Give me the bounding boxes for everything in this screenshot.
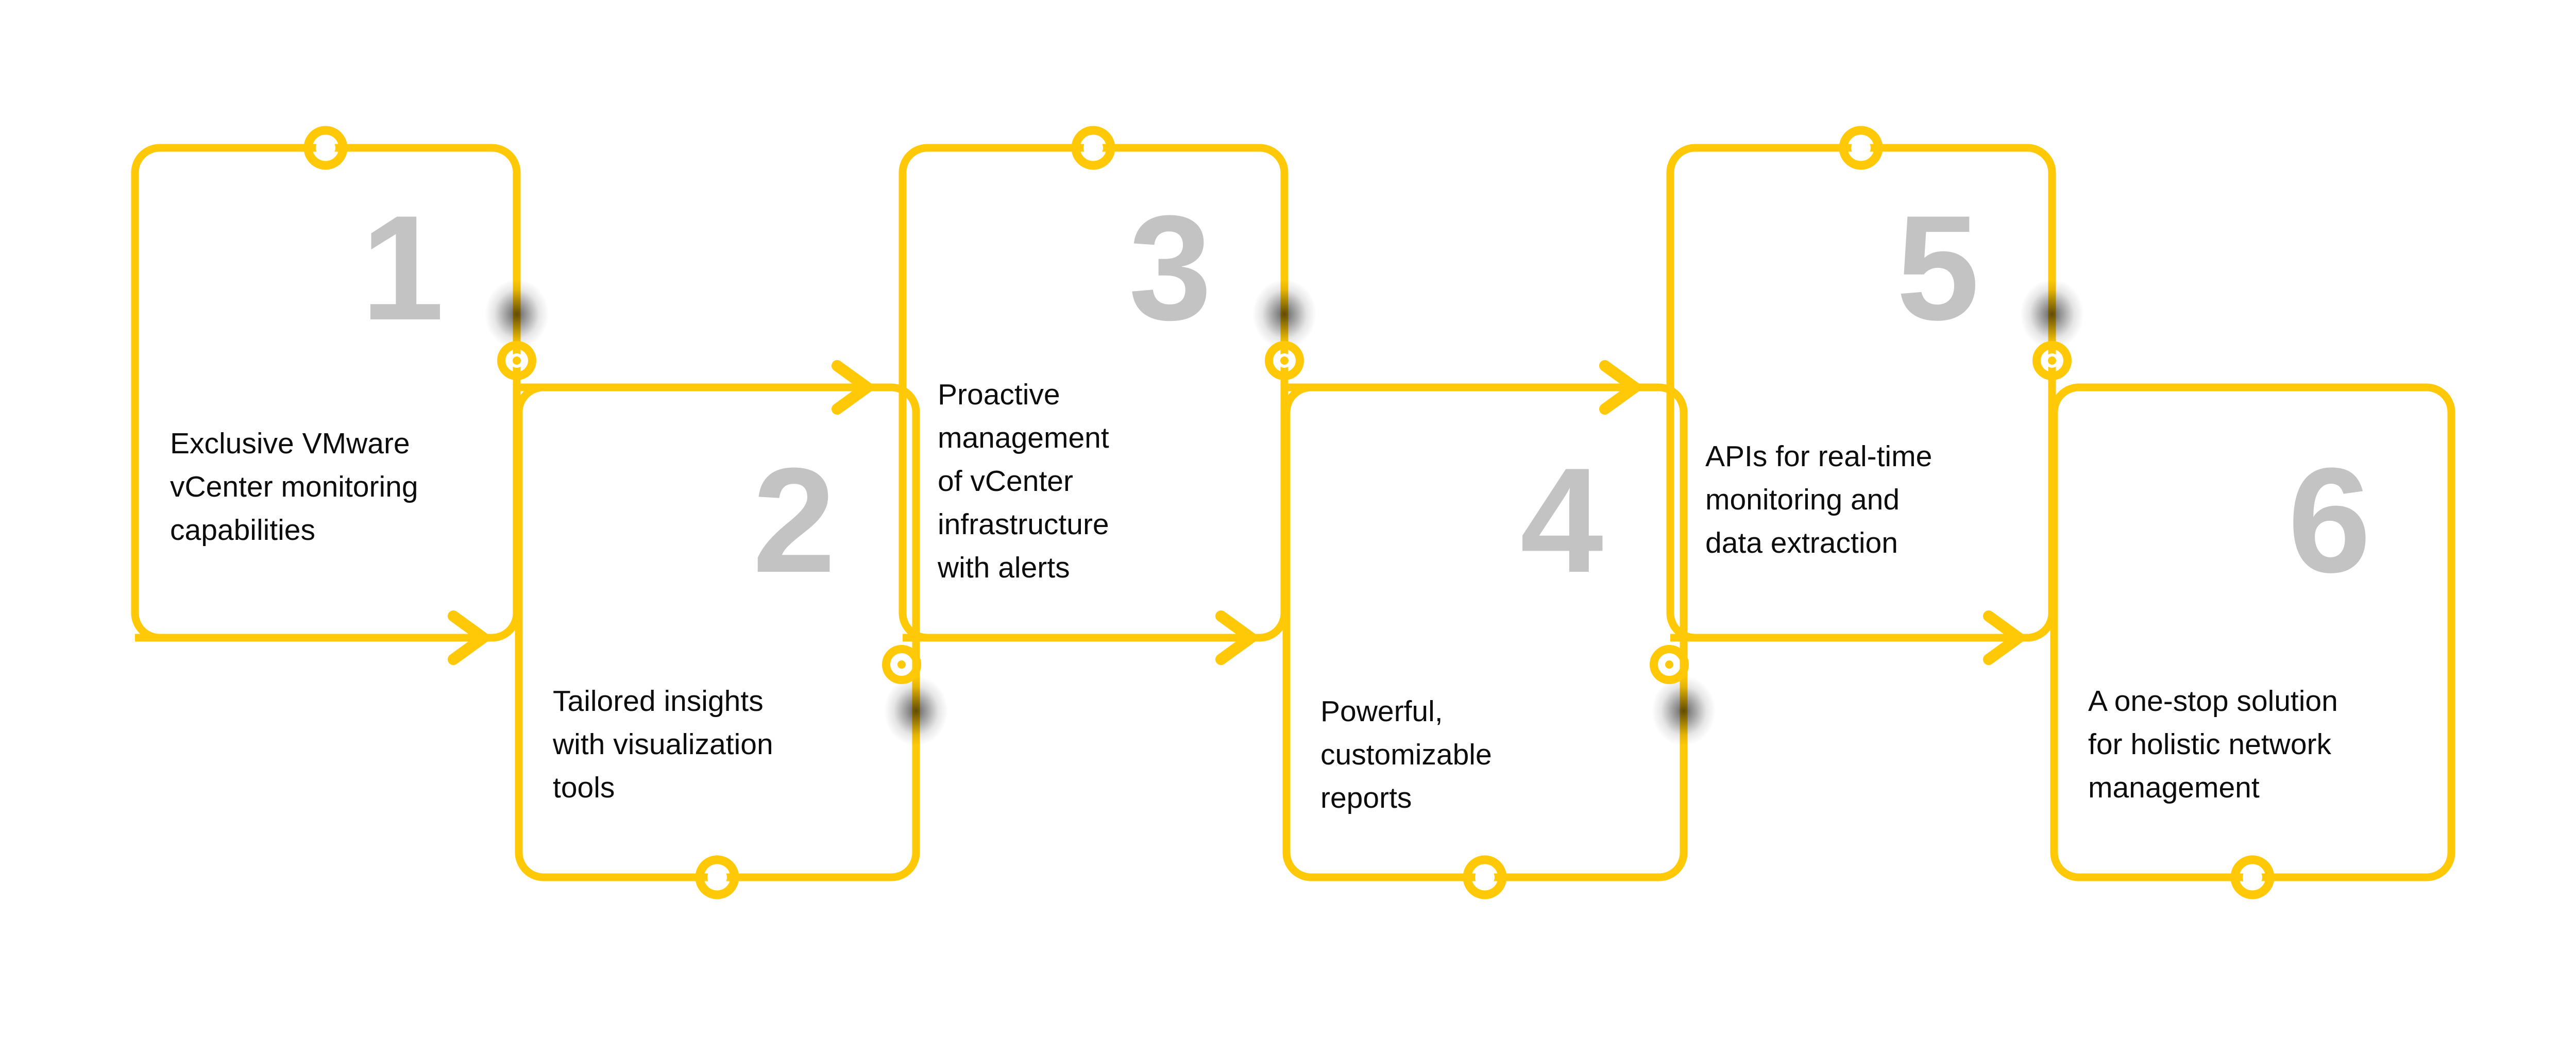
card-number-6: 6 — [2288, 437, 2371, 604]
card-text-line: with visualization — [552, 728, 773, 761]
ring-marker-top-3 — [1071, 126, 1115, 170]
card-text-line: data extraction — [1705, 526, 1898, 559]
step-card-5[interactable]: 5 APIs for real-time monitoring and data… — [1666, 126, 2056, 642]
card-text-3: Proactive management of vCenter infrastr… — [937, 378, 1182, 584]
arrowhead-icon — [448, 610, 493, 665]
card-text-line: Exclusive VMware — [170, 427, 410, 460]
card-text-line: capabilities — [170, 514, 315, 547]
donut-marker-5 — [2032, 341, 2072, 380]
card-text-line: A one-stop solution — [2088, 685, 2338, 718]
card-text-2: Tailored insights with visualization too… — [552, 685, 846, 804]
card-number-1: 1 — [361, 184, 444, 351]
card-outline-6 — [2050, 383, 2455, 881]
card-text-5: APIs for real-time monitoring and data e… — [1705, 440, 2006, 559]
card-outline-4 — [1282, 383, 1688, 881]
card-text-line: Powerful, — [1320, 695, 1443, 728]
arrow-4-to-5 — [1286, 360, 1645, 415]
card-text-line: of vCenter — [938, 465, 1073, 498]
card-text-6: A one-stop solution for holistic network… — [2088, 685, 2411, 804]
card-text-line: monitoring and — [1705, 483, 1900, 516]
arrowhead-icon — [1215, 610, 1261, 665]
step-card-4[interactable]: 4 Powerful, customizable reports — [1282, 383, 1688, 899]
card-text-line: Tailored insights — [553, 685, 764, 718]
ring-marker-bottom-4 — [1463, 855, 1507, 899]
step-card-1[interactable]: 1 Exclusive VMware vCenter monitoring ca… — [131, 126, 521, 642]
step-card-3[interactable]: 3 Proactive management of vCenter infras… — [899, 126, 1289, 642]
donut-marker-4 — [1650, 645, 1689, 684]
cross-shadow — [1652, 676, 1716, 746]
card-text-line: infrastructure — [938, 508, 1109, 541]
cross-shadow — [884, 676, 948, 746]
card-text-line: for holistic network — [2088, 728, 2332, 761]
ring-marker-top-5 — [1839, 126, 1883, 170]
arrow-3-to-4 — [903, 610, 1261, 665]
ring-marker-top-1 — [303, 126, 348, 170]
step-card-6[interactable]: 6 A one-stop solution for holistic netwo… — [2050, 383, 2455, 899]
arrow-5-to-6 — [1670, 610, 2028, 665]
card-number-4: 4 — [1520, 437, 1604, 604]
card-text-1: Exclusive VMware vCenter monitoring capa… — [170, 427, 492, 547]
card-text-line: Proactive — [938, 378, 1060, 411]
card-number-3: 3 — [1129, 184, 1212, 351]
card-text-line: APIs for real-time — [1705, 440, 1932, 473]
arrowhead-icon — [1599, 360, 1645, 415]
card-number-2: 2 — [753, 437, 836, 604]
donut-marker-1 — [497, 341, 536, 380]
arrowhead-icon — [832, 360, 877, 415]
card-text-line: tools — [553, 771, 615, 804]
arrow-1-to-2 — [135, 610, 493, 665]
card-text-line: with alerts — [937, 551, 1070, 584]
card-outline-2 — [515, 383, 920, 881]
ring-marker-bottom-2 — [695, 855, 739, 899]
card-text-line: vCenter monitoring — [170, 470, 418, 503]
card-text-line: reports — [1320, 781, 1412, 814]
ring-marker-bottom-6 — [2230, 855, 2275, 899]
card-text-line: customizable — [1320, 738, 1492, 771]
donut-marker-3 — [1265, 341, 1304, 380]
donut-marker-2 — [882, 645, 921, 684]
card-text-line: management — [938, 421, 1109, 454]
card-number-5: 5 — [1896, 184, 1979, 351]
arrow-2-to-3 — [519, 360, 877, 415]
arrowhead-icon — [1983, 610, 2028, 665]
card-text-4: Powerful, customizable reports — [1320, 695, 1565, 814]
step-card-2[interactable]: 2 Tailored insights with visualization t… — [515, 383, 920, 899]
card-text-line: management — [2088, 771, 2260, 804]
